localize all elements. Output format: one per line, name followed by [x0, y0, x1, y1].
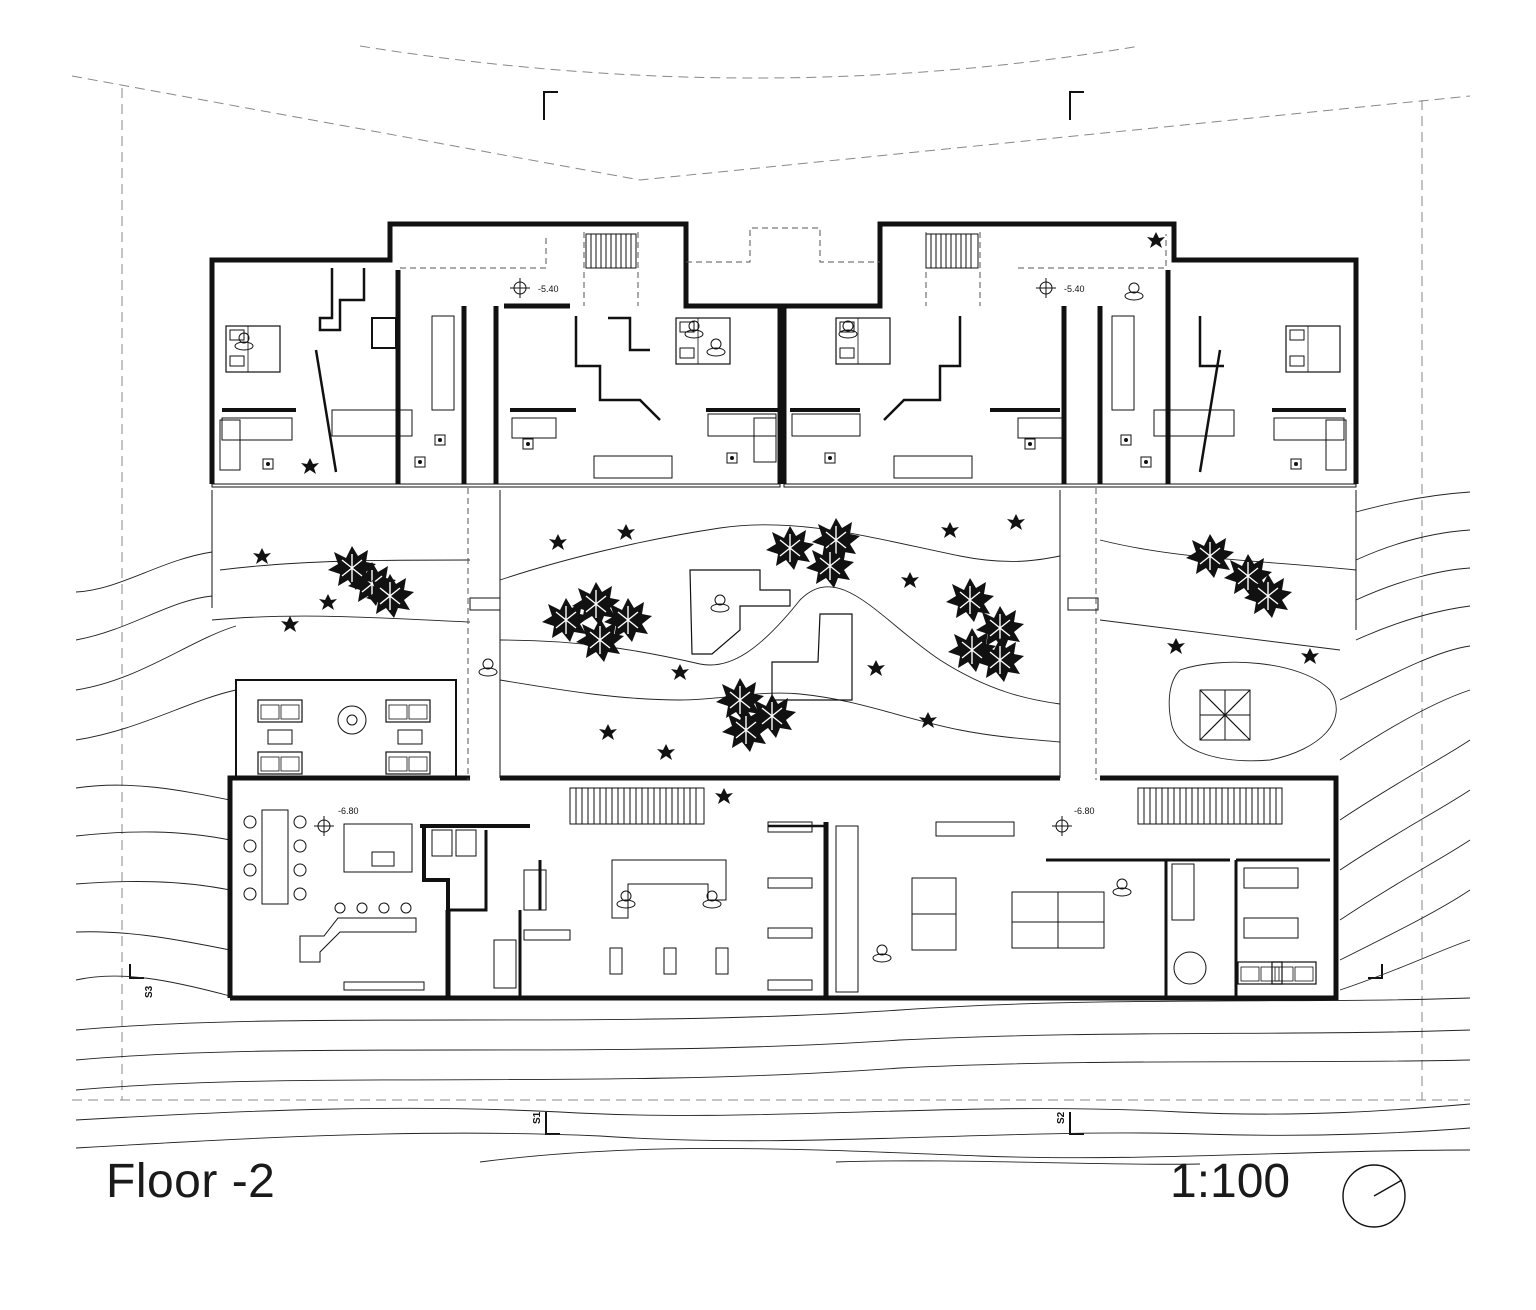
site-boundary — [71, 45, 1471, 1101]
section-cut-ticks — [129, 91, 1383, 1135]
elevation-label: -5.40 — [538, 284, 559, 294]
elevation-label: -5.40 — [1064, 284, 1085, 294]
table-icon — [243, 809, 1299, 993]
drawing-scale: 1:100 — [1170, 1155, 1291, 1208]
section-label-s3: S3 — [144, 985, 155, 998]
walls — [209, 221, 1359, 1001]
drawing-title: Floor -2 — [106, 1155, 276, 1208]
stair-icon — [569, 233, 1283, 825]
north-arrow-icon — [1342, 1164, 1406, 1228]
desk-units — [219, 315, 1347, 479]
partitions — [222, 268, 1346, 998]
tree-icon — [327, 517, 1293, 753]
section-label-s1: S1 — [532, 1111, 543, 1124]
sofa-icon — [257, 699, 1317, 985]
courtyard-edges — [211, 483, 1357, 778]
lounge-tables — [267, 705, 423, 745]
courtyard-benches — [689, 569, 853, 701]
elevation-label: -6.80 — [1074, 806, 1095, 816]
terrain-contours — [75, 491, 1471, 1165]
pergola — [1199, 689, 1251, 741]
elevation-label: -6.80 — [338, 806, 359, 816]
section-label-s2: S2 — [1056, 1111, 1067, 1124]
